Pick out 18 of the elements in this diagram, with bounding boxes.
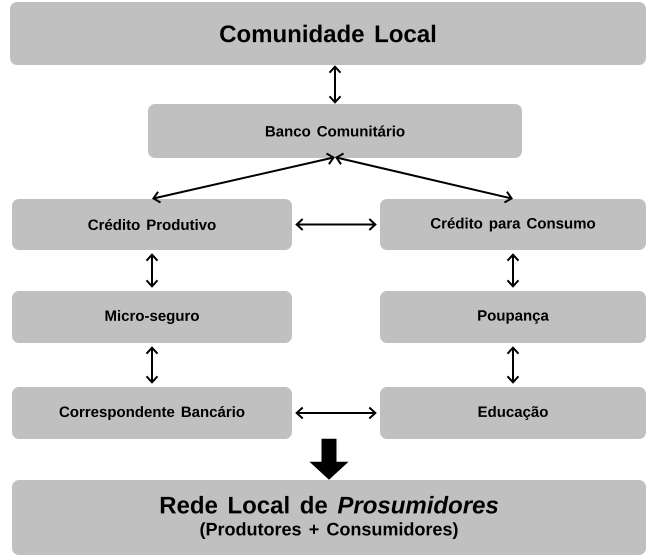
arrow [335, 152, 513, 204]
arrow [506, 253, 520, 288]
process-box: Poupança [380, 291, 646, 343]
process-box: Crédito Produtivo [12, 199, 292, 250]
arrow [146, 346, 158, 384]
arrow [506, 346, 520, 384]
process-box: Rede Local de Prosumidores (Produtores + Consumidores) [12, 480, 646, 555]
arrow [146, 253, 158, 288]
arrow [152, 152, 335, 204]
process-box: Educação [380, 387, 646, 439]
process-box: Banco Comunitário [148, 104, 522, 158]
process-box: Correspondente Bancário [12, 387, 292, 439]
arrow [295, 406, 377, 420]
process-box: Crédito para Consumo [380, 199, 646, 250]
arrow [295, 218, 377, 231]
process-box: Micro-seguro [12, 291, 292, 343]
process-box: Comunidade Local [10, 2, 646, 65]
arrow [328, 65, 342, 104]
